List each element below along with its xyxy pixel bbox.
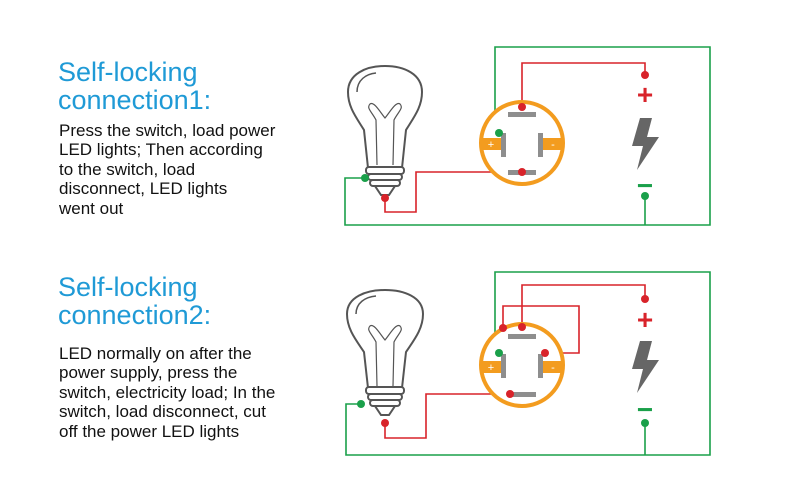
switch-minus-terminal — [543, 138, 563, 150]
switch-contact — [508, 112, 536, 117]
connection-dots — [361, 71, 649, 202]
switch-plus-label: + — [488, 362, 494, 374]
title-line-1: Self-locking — [58, 57, 198, 87]
description-line: to the switch, load — [59, 159, 196, 179]
lightning-bolt-icon — [632, 341, 659, 393]
switch-minus-label: - — [551, 362, 555, 374]
connection-2-section: Self-locking connection2: LED normally o… — [0, 228, 800, 473]
light-bulb-icon — [346, 64, 424, 196]
connection-1-section: Self-locking connection1: Press the swit… — [58, 46, 711, 226]
switch-minus-terminal — [543, 361, 563, 373]
switch-contact — [501, 133, 506, 157]
switch-plus-terminal — [481, 361, 501, 373]
switch-plus-terminal — [481, 138, 501, 150]
battery-plus-label: + — [637, 304, 653, 335]
description-line: went out — [59, 198, 124, 218]
description-line: power supply, press the — [59, 363, 238, 383]
connection-1-title: Self-locking connection1: — [58, 58, 328, 114]
description-line: disconnect, LED lights — [59, 179, 228, 199]
description-line: LED lights; Then according — [59, 140, 263, 160]
description-line: off the power LED lights — [59, 421, 240, 441]
connection-2-title: Self-locking connection2: — [58, 273, 328, 329]
self-locking-switch: + - — [479, 322, 565, 408]
description-line: LED normally on after the — [59, 344, 252, 363]
battery-minus-label: − — [637, 170, 653, 201]
switch-contact — [501, 354, 506, 378]
connection-dots — [357, 295, 649, 427]
connection-1-circuit-diagram: + - + − — [344, 46, 711, 226]
switch-contact — [538, 133, 543, 157]
description-line: switch, load disconnect, cut — [59, 402, 266, 422]
power-source: + − — [632, 304, 659, 425]
red-wires — [384, 284, 646, 439]
connection-2-circuit-diagram: + - + − — [345, 271, 711, 456]
battery-plus-label: + — [637, 79, 653, 110]
power-source: + − — [632, 79, 659, 201]
red-wires — [384, 62, 646, 213]
battery-minus-label: − — [637, 394, 653, 425]
switch-contact — [508, 334, 536, 339]
switch-contact — [508, 392, 536, 397]
connection-2-description: LED normally on after the power supply, … — [59, 344, 327, 441]
switch-minus-label: - — [551, 139, 555, 151]
switch-contact — [538, 354, 543, 378]
switch-plus-label: + — [488, 139, 494, 151]
title-line-2: connection2: — [58, 300, 212, 330]
lightning-bolt-icon — [632, 118, 659, 170]
description-line: Press the switch, load power — [59, 121, 276, 140]
title-line-1: Self-locking — [58, 272, 198, 302]
light-bulb-icon — [345, 288, 425, 416]
description-line: switch, electricity load; In the — [59, 382, 276, 402]
connection-1-description: Press the switch, load power LED lights;… — [59, 121, 327, 218]
title-line-2: connection1: — [58, 85, 212, 115]
